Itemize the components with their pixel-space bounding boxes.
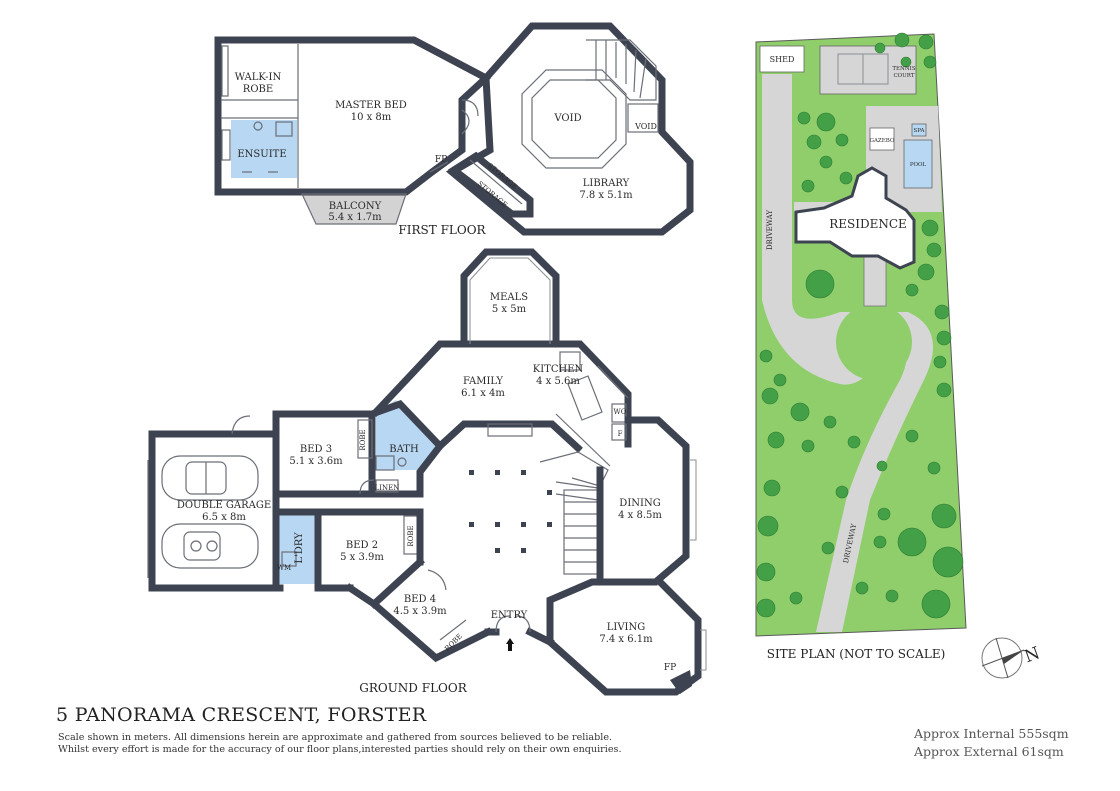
garage-walls <box>148 430 284 592</box>
linen-label: LINEN <box>375 484 400 492</box>
pool-label: POOL <box>910 162 927 168</box>
columns <box>469 470 552 553</box>
storage-walls <box>447 151 534 218</box>
spa <box>911 123 927 137</box>
bath-fill <box>376 400 438 470</box>
bedroom-wing-walls <box>272 399 445 592</box>
bed3-robe-label: ROBE <box>359 429 367 450</box>
entry-arrow-icon <box>506 638 514 644</box>
shed-label: SHED <box>770 55 795 64</box>
ensuite-label: ENSUITE <box>237 149 286 160</box>
convertible-car-icon <box>161 523 259 569</box>
spa-label: SPA <box>914 128 926 134</box>
ground-floor-caption: GROUND FLOOR <box>359 681 467 695</box>
pool <box>903 139 933 189</box>
gazebo <box>869 127 895 151</box>
first-floor-caption: FIRST FLOOR <box>398 223 486 237</box>
wo-label: WO <box>614 408 627 416</box>
residence-footprint <box>794 166 916 270</box>
void-octagon <box>531 79 617 159</box>
internal-area: Approx Internal 555sqm <box>913 726 1069 741</box>
void-label: VOID <box>553 113 581 124</box>
disclaimer-line-2: Whilst every effort is made for the accu… <box>58 744 622 755</box>
disclaimer-line-1: Scale shown in meters. All dimensions he… <box>58 732 612 743</box>
compass-north-label: N <box>1022 643 1043 667</box>
bed4-walls <box>345 583 493 663</box>
meals-bay <box>460 248 560 348</box>
car-icon <box>161 455 259 501</box>
laundry-fill <box>278 512 316 584</box>
shed <box>759 45 805 73</box>
void-label-small: VOID <box>634 122 657 131</box>
turning-circle-lawn <box>836 304 912 380</box>
residence-label: RESIDENCE <box>829 217 907 231</box>
property-address: 5 PANORAMA CRESCENT, FORSTER <box>56 704 427 726</box>
site-plan-caption: SITE PLAN (NOT TO SCALE) <box>767 647 946 661</box>
gazebo-label: GAZEBO <box>870 138 895 144</box>
first-floor-fp-label: FP <box>435 155 447 165</box>
wm-label: WM <box>277 564 291 572</box>
balcony-fill <box>302 194 406 224</box>
dining-living-walls <box>546 416 702 696</box>
bath-label: BATH <box>389 444 419 455</box>
trees <box>756 32 964 619</box>
ensuite-fill <box>231 120 297 178</box>
fridge-label: F <box>618 430 623 438</box>
driveway-top-label: DRIVEWAY <box>766 210 774 250</box>
entry-label: ENTRY <box>491 610 528 621</box>
compass-icon: N <box>981 637 1043 679</box>
laundry-label: L'DRY <box>294 532 305 564</box>
external-area: Approx External 61sqm <box>913 744 1064 759</box>
fireplace <box>670 670 692 694</box>
balcony-outline <box>301 193 407 225</box>
bed2-robe-label: ROBE <box>407 525 415 546</box>
living-fp-label: FP <box>664 663 676 673</box>
